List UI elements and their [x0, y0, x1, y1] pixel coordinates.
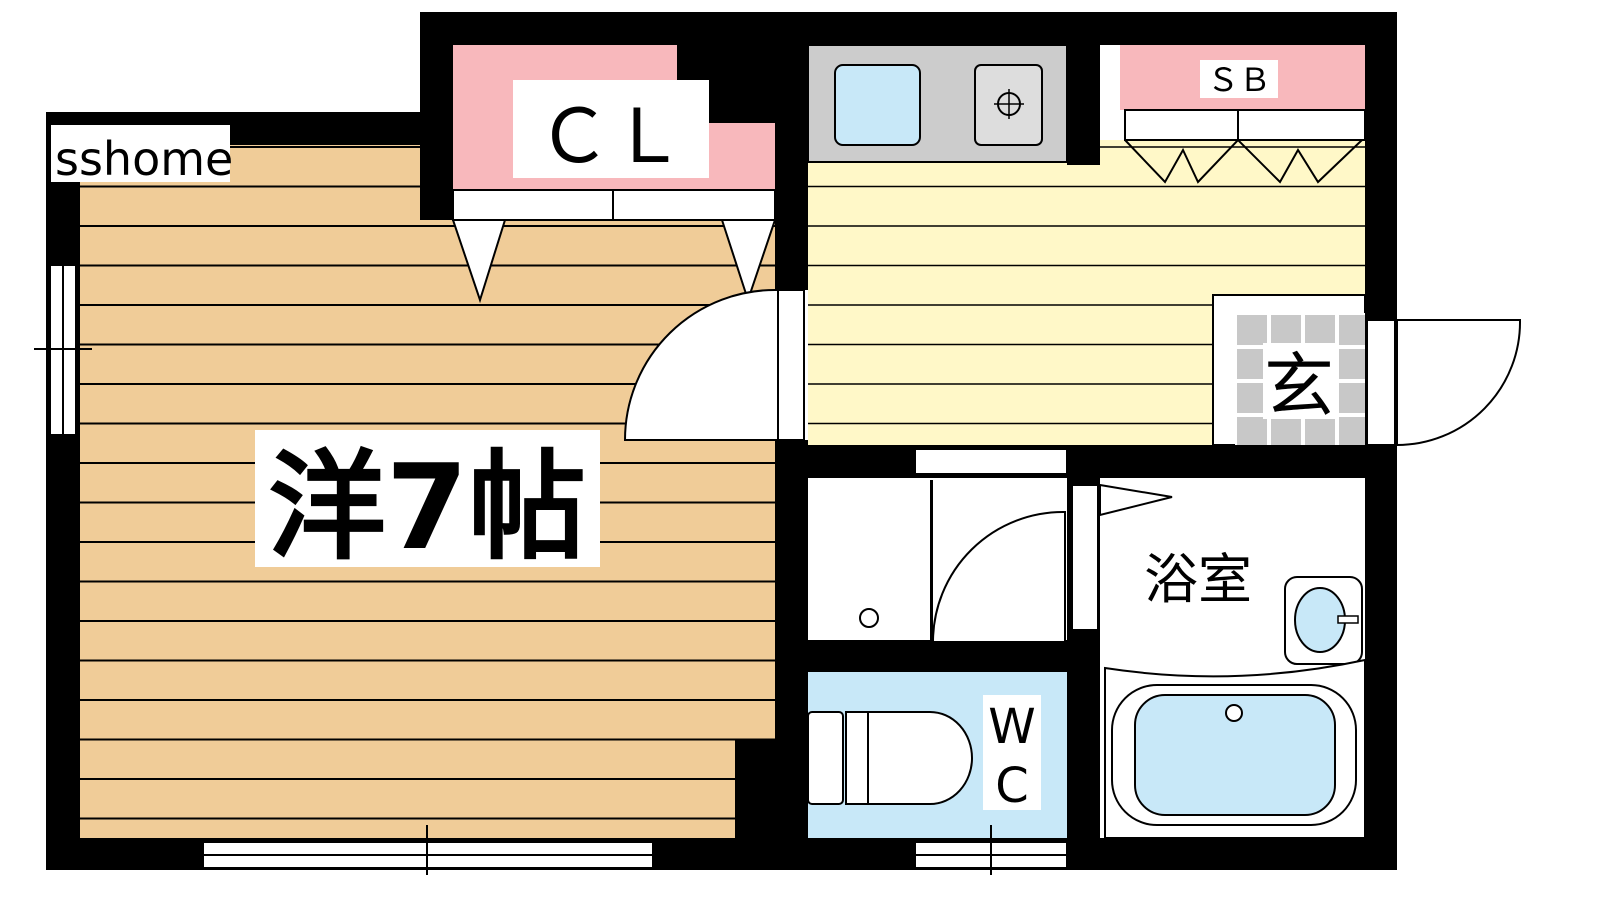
watermark-label: sshome — [55, 132, 233, 186]
closet-door-right[interactable] — [720, 219, 777, 304]
entrance-door[interactable] — [1366, 319, 1522, 447]
toilet-icon — [807, 711, 973, 805]
toilet-label-c: C — [995, 758, 1029, 814]
entrance-label: 玄 — [1264, 345, 1334, 427]
room-door[interactable] — [623, 288, 805, 441]
closet-door-left[interactable] — [451, 219, 507, 304]
western-room-label: 洋7帖 — [268, 438, 586, 576]
washbasin-icon — [1284, 576, 1363, 665]
bathroom-door[interactable] — [1071, 483, 1173, 631]
bathtub-icon — [1104, 658, 1366, 839]
shoe-box-label: ＳＢ — [1207, 61, 1271, 99]
washroom-door[interactable] — [930, 480, 1066, 643]
closet-label: ＣＬ — [537, 94, 685, 180]
sink-icon — [834, 64, 921, 146]
washer-drain-icon — [859, 608, 879, 628]
shoe-box-doors[interactable] — [1124, 138, 1363, 184]
toilet-label-w: W — [988, 699, 1035, 755]
bathroom-label: 浴室 — [1144, 548, 1252, 611]
